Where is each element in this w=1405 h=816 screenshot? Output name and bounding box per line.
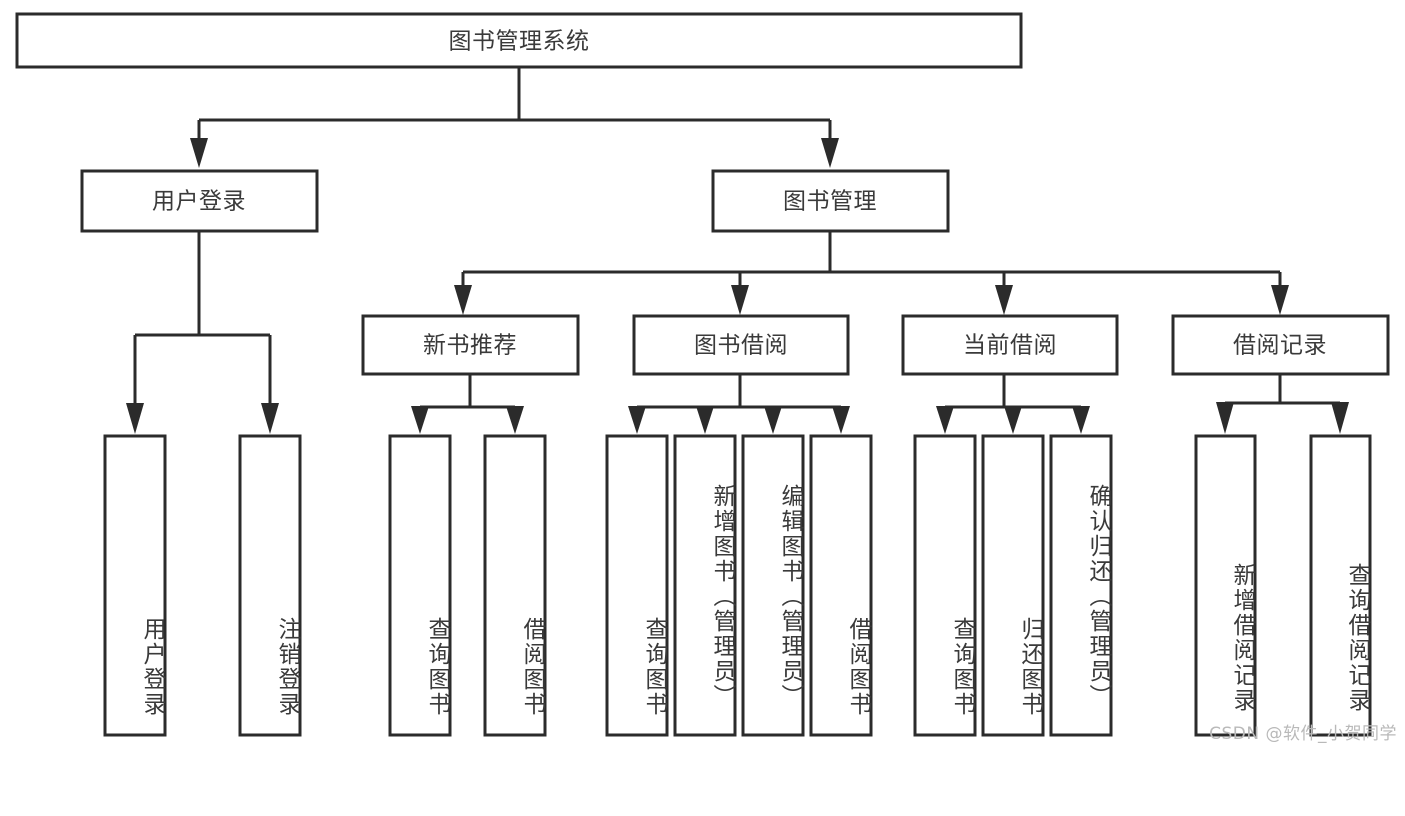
leaf-box-user-login-2[interactable]	[238, 434, 302, 737]
leaf-box-user-login-1[interactable]	[103, 434, 167, 737]
node-root-label: 图书管理系统	[449, 29, 590, 55]
node-root-box[interactable]	[15, 12, 1023, 69]
arrow-record-leaf1	[1216, 402, 1234, 434]
arrow-bookmgmt-borrow	[731, 285, 749, 315]
node-new-book-recommend-box[interactable]	[361, 314, 580, 376]
leaf-box-current-2[interactable]	[981, 434, 1045, 737]
node-current-borrow-label: 当前借阅	[963, 333, 1057, 359]
leaf-box-new-book-2[interactable]	[483, 434, 547, 737]
node-book-borrow[interactable]: 图书借阅	[632, 314, 850, 376]
arrow-newbook-leaf1	[411, 406, 429, 434]
node-book-management-box[interactable]	[711, 169, 950, 233]
arrow-borrow-leaf4	[832, 406, 850, 434]
node-new-book-recommend-label: 新书推荐	[423, 333, 517, 359]
node-borrow-record-box[interactable]	[1171, 314, 1390, 376]
arrow-userlogin-leaf2	[261, 403, 279, 434]
node-book-borrow-label: 图书借阅	[694, 333, 788, 359]
arrow-root-to-userlogin	[190, 138, 208, 168]
leaf-box-borrow-1[interactable]	[605, 434, 669, 737]
arrow-borrow-leaf1	[628, 406, 646, 434]
node-current-borrow-box[interactable]	[901, 314, 1119, 376]
node-borrow-record[interactable]: 借阅记录	[1171, 314, 1390, 376]
node-current-borrow[interactable]: 当前借阅	[901, 314, 1119, 376]
connector-group	[126, 67, 1349, 434]
leaf-box-record-2[interactable]	[1309, 434, 1372, 737]
node-book-borrow-box[interactable]	[632, 314, 850, 376]
leaf-box-new-book-1[interactable]	[388, 434, 452, 737]
flowchart-svg: 图书管理系统 用户登录 图书管理 新书推荐 图书借阅 当前借阅 借阅记录	[15, 12, 1390, 737]
leaf-box-borrow-4[interactable]	[809, 434, 873, 737]
leaf-box-current-1[interactable]	[913, 434, 977, 737]
arrow-newbook-leaf2	[506, 406, 524, 434]
node-borrow-record-label: 借阅记录	[1233, 333, 1327, 359]
arrow-borrow-leaf2	[696, 406, 714, 434]
node-user-login-label: 用户登录	[152, 189, 246, 215]
arrow-userlogin-leaf1	[126, 403, 144, 434]
leaf-box-borrow-3[interactable]	[741, 434, 805, 737]
arrow-bookmgmt-current	[995, 285, 1013, 315]
arrow-current-leaf2	[1004, 406, 1022, 434]
node-book-management-label: 图书管理	[783, 189, 877, 215]
csdn-watermark: CSDN @软件_小贺同学	[1209, 724, 1397, 744]
arrow-current-leaf1	[936, 406, 954, 434]
node-root[interactable]: 图书管理系统	[15, 12, 1023, 69]
flowchart-canvas: 图书管理系统 用户登录 图书管理 新书推荐 图书借阅 当前借阅 借阅记录	[15, 12, 1397, 744]
leaf-box-current-3[interactable]	[1049, 434, 1113, 737]
arrow-record-leaf2	[1331, 402, 1349, 434]
leaf-box-record-1[interactable]	[1194, 434, 1257, 737]
arrow-bookmgmt-newbook	[454, 285, 472, 315]
arrow-borrow-leaf3	[764, 406, 782, 434]
node-user-login-box[interactable]	[80, 169, 319, 233]
arrow-bookmgmt-record	[1271, 285, 1289, 315]
node-user-login[interactable]: 用户登录	[80, 169, 319, 233]
node-book-management[interactable]: 图书管理	[711, 169, 950, 233]
arrow-root-to-bookmgmt	[821, 138, 839, 168]
leaf-box-borrow-2[interactable]	[673, 434, 737, 737]
arrow-current-leaf3	[1072, 406, 1090, 434]
node-new-book-recommend[interactable]: 新书推荐	[361, 314, 580, 376]
